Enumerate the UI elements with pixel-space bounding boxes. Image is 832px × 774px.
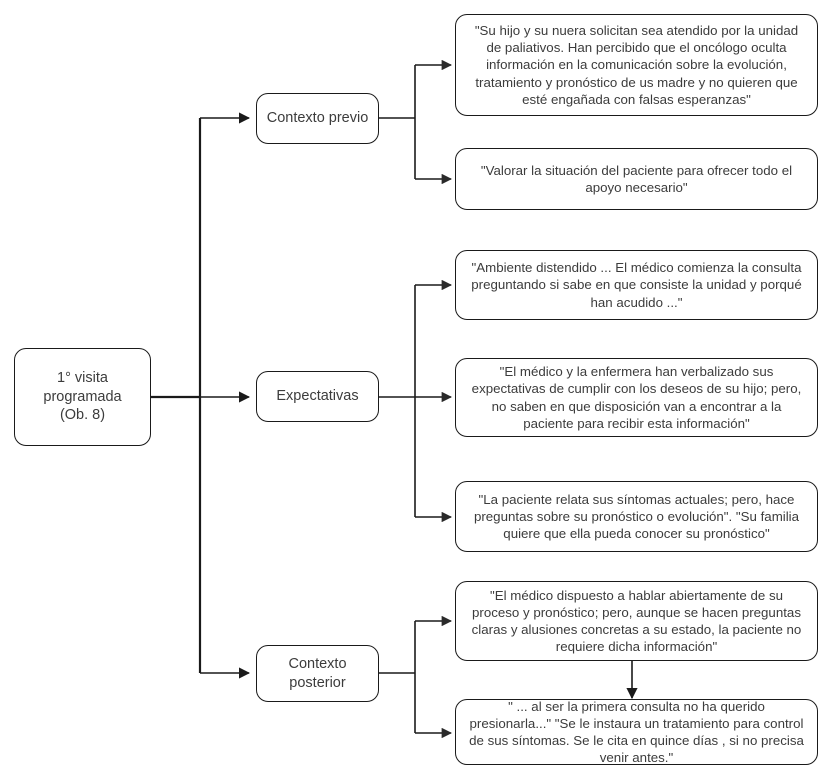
quote-text: "El médico dispuesto a hablar abiertamen… <box>471 587 802 655</box>
contexto-posterior-branch <box>379 615 453 739</box>
node-quote-contexto-posterior-2[interactable]: " ... al ser la primera consulta no ha q… <box>455 699 818 765</box>
node-stage-contexto-posterior[interactable]: Contexto posterior <box>256 645 379 702</box>
node-quote-contexto-posterior-1[interactable]: "El médico dispuesto a hablar abiertamen… <box>455 581 818 661</box>
node-root-line-1: 1° visita <box>57 370 108 387</box>
node-root-visit[interactable]: 1° visita programada (Ob. 8) <box>14 348 151 446</box>
node-stage-expectativas-label: Expectativas <box>276 388 359 405</box>
quote-text: "Valorar la situación del paciente para … <box>480 162 793 195</box>
node-quote-expectativas-2[interactable]: "El médico y la enfermera han verbalizad… <box>455 358 818 437</box>
node-quote-expectativas-3[interactable]: "La paciente relata sus síntomas actuale… <box>455 481 818 552</box>
node-stage-contexto-posterior-line-1: Contexto <box>288 655 347 672</box>
node-stage-contexto-posterior-label: Contexto posterior <box>288 655 346 692</box>
quote-text: "Su hijo y su nuera solicitan sea atendi… <box>474 23 799 107</box>
quote-text: "La paciente relata sus síntomas actuale… <box>473 491 800 541</box>
node-root-label: 1° visita programada (Ob. 8) <box>43 369 121 425</box>
node-quote-contexto-previo-2[interactable]: "Valorar la situación del paciente para … <box>455 148 818 210</box>
node-stage-contexto-previo-label: Contexto previo <box>266 110 369 127</box>
node-stage-contexto-previo[interactable]: Contexto previo <box>256 93 379 144</box>
node-quote-contexto-previo-1[interactable]: "Su hijo y su nuera solicitan sea atendi… <box>455 14 818 116</box>
node-quote-expectativas-1[interactable]: "Ambiente distendido ... El médico comie… <box>455 250 818 320</box>
expectativas-branch <box>379 279 453 523</box>
trunk-to-stage-arrows <box>200 112 251 679</box>
root-trunk-connector <box>151 118 202 673</box>
node-root-line-3: (Ob. 8) <box>59 407 106 424</box>
node-stage-expectativas[interactable]: Expectativas <box>256 371 379 422</box>
node-stage-contexto-posterior-line-2: posterior <box>289 674 346 691</box>
quote-text: "Ambiente distendido ... El médico comie… <box>471 260 802 310</box>
node-root-line-2: programada <box>43 388 122 405</box>
quote-text: " ... al ser la primera consulta no ha q… <box>469 698 804 766</box>
contexto-previo-branch <box>379 59 453 185</box>
quote-text: "El médico y la enfermera han verbalizad… <box>471 364 802 431</box>
